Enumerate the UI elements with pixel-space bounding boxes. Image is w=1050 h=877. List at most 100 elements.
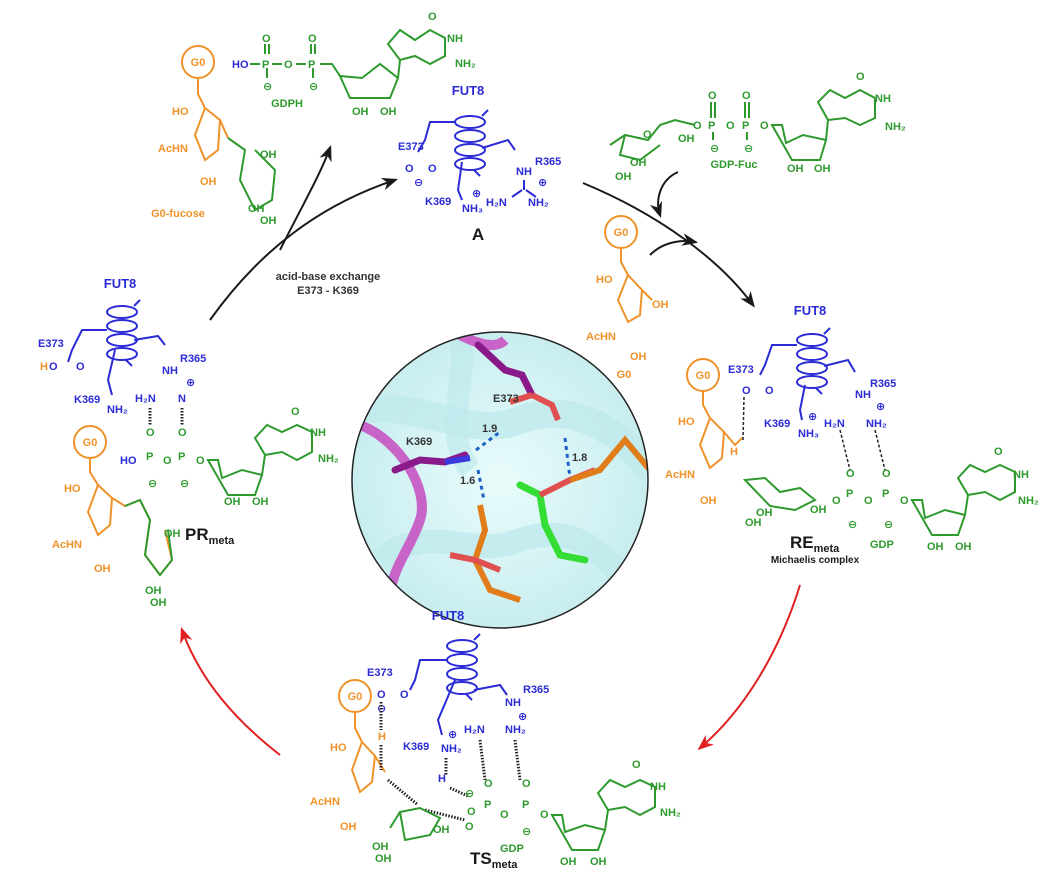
- arrow-ts-to-pr: [180, 626, 281, 756]
- inset-distance-2: 1.6: [460, 475, 475, 487]
- ts-g-o: O: [632, 759, 641, 771]
- re-g0-ho: HO: [678, 416, 695, 428]
- acid-base-label-2: E373 - K369: [297, 285, 359, 297]
- ts-e373: E373: [367, 667, 393, 679]
- ts-o2: O: [400, 689, 409, 701]
- gdph-p2: P: [308, 59, 315, 71]
- pr-k369: K369: [74, 394, 100, 406]
- inset-distance-3: 1.8: [572, 452, 587, 464]
- re-g-nh2: NH₂: [1018, 495, 1039, 507]
- ts-g0-circle-label: G0: [348, 691, 363, 703]
- a-h2n: H₂N: [486, 197, 507, 209]
- inset-label-e373: E373: [493, 393, 519, 405]
- ts-plus-k: ⊕: [448, 729, 457, 741]
- pr-p1-o: O: [146, 427, 155, 439]
- pr-rib-oh2: OH: [252, 496, 269, 508]
- a-e373: E373: [398, 141, 424, 153]
- a-o2: O: [428, 163, 437, 175]
- pr-n: N: [178, 393, 186, 405]
- ts-g0-ho: HO: [330, 742, 347, 754]
- ts-rib-oh1: OH: [560, 856, 577, 868]
- pr-o2: O: [76, 361, 85, 373]
- re-p1: P: [846, 488, 853, 500]
- pr-h2n: H₂N: [135, 393, 156, 405]
- ts-h-k: H: [438, 773, 446, 785]
- g0-achn: AcHN: [586, 331, 616, 343]
- ts-fuc-oh2: OH: [372, 841, 389, 853]
- pr-plus: ⊕: [186, 377, 195, 389]
- gdpfuc-oh1: OH: [678, 133, 695, 145]
- pr-nh: NH: [162, 365, 178, 377]
- pr-rib-oh1: OH: [224, 496, 241, 508]
- ts-p1-o: O: [484, 778, 493, 790]
- g0-fucose-achn: AcHN: [158, 143, 188, 155]
- ts-o-leaving: O: [465, 821, 474, 833]
- a-r365: R365: [535, 156, 561, 168]
- g0-label: G0: [617, 369, 632, 381]
- re-g-nh: NH: [1013, 469, 1029, 481]
- a-o1: O: [405, 163, 414, 175]
- re-g0-achn: AcHN: [665, 469, 695, 481]
- gdph-o-top2: O: [308, 33, 317, 45]
- ts-minus-p2: ⊖: [522, 826, 531, 838]
- gdpfuc-o2: O: [726, 120, 735, 132]
- pr-o3: O: [196, 455, 205, 467]
- gdph-guanine-nh2: NH₂: [455, 58, 476, 70]
- pr-e373: E373: [38, 338, 64, 350]
- g0-molecule: G0 HO OH AcHN OH G0: [586, 215, 669, 381]
- re-fuc-oh1: OH: [756, 507, 773, 519]
- re-nh3: NH₃: [798, 428, 819, 440]
- gdph-oh2: OH: [380, 106, 397, 118]
- re-p2-o: O: [882, 468, 891, 480]
- state-re: FUT8 E373 O O R365 NH ⊕ H₂N NH₂ K369 NH₃…: [665, 303, 1039, 566]
- pr-state-label: PRmeta: [185, 525, 235, 547]
- state-a: FUT8 E373 O O ⊖ R365 NH ⊕ H₂N NH₂ K369 N…: [398, 83, 561, 244]
- fut8-label: FUT8: [452, 83, 485, 98]
- ts-p2-o: O: [522, 778, 531, 790]
- re-o1: O: [742, 385, 751, 397]
- g0-fucose-ho: HO: [172, 106, 189, 118]
- re-h2n: H₂N: [824, 418, 845, 430]
- gdph-o-top1: O: [262, 33, 271, 45]
- g0-fucose-fuc-oh3: OH: [260, 215, 277, 227]
- a-k369: K369: [425, 196, 451, 208]
- state-pr: FUT8 E373 H O O R365 NH ⊕ H₂N N K369 NH₂…: [38, 276, 339, 609]
- ts-p2: P: [522, 799, 529, 811]
- re-o-link: O: [832, 495, 841, 507]
- ts-g0-achn: AcHN: [310, 796, 340, 808]
- g0-fucose-oh: OH: [200, 176, 217, 188]
- re-gdp-label: GDP: [870, 539, 894, 551]
- gdpfuc-o1: O: [693, 120, 702, 132]
- re-g0-oh: OH: [700, 495, 717, 507]
- pr-minus1: ⊖: [148, 478, 157, 490]
- gdp-fuc-molecule: O OH OH OH O P O P O O O ⊖ ⊖ GDP-Fuc OH …: [609, 71, 906, 183]
- arrow-bind-gdpfuc: [649, 171, 679, 219]
- re-g-o: O: [994, 446, 1003, 458]
- pr-o1: O: [49, 361, 58, 373]
- ts-nh2-k: NH₂: [441, 743, 462, 755]
- gdpfuc-rib-oh1: OH: [787, 163, 804, 175]
- re-plus-r: ⊕: [876, 401, 885, 413]
- gdph-label: GDPH: [271, 98, 303, 110]
- gdpfuc-g-nh: NH: [875, 93, 891, 105]
- re-e373: E373: [728, 364, 754, 376]
- ts-o3: O: [540, 809, 549, 821]
- ts-o-bridge: O: [500, 809, 509, 821]
- a-nh2: NH₂: [528, 197, 549, 209]
- ts-g-nh: NH: [650, 781, 666, 793]
- gdph-molecule: HO P O P O O ⊖ ⊖ OH OH O NH NH₂ GDPH: [232, 11, 476, 118]
- ts-gdp-label: GDP: [500, 843, 524, 855]
- ts-k369: K369: [403, 741, 429, 753]
- ts-minus-p: ⊖: [465, 788, 474, 800]
- a-plus-r: ⊕: [538, 177, 547, 189]
- ts-h2n: H₂N: [464, 724, 485, 736]
- gdpfuc-ring-o: O: [643, 129, 652, 141]
- gdpfuc-oh2: OH: [630, 157, 647, 169]
- g0-oh2: OH: [630, 351, 647, 363]
- pr-fuc-oh3: OH: [150, 597, 167, 609]
- pr-g-o: O: [291, 406, 300, 418]
- gdpfuc-minus1: ⊖: [710, 143, 719, 155]
- g0-fucose-circle-label: G0: [191, 57, 206, 69]
- pr-p2: P: [178, 451, 185, 463]
